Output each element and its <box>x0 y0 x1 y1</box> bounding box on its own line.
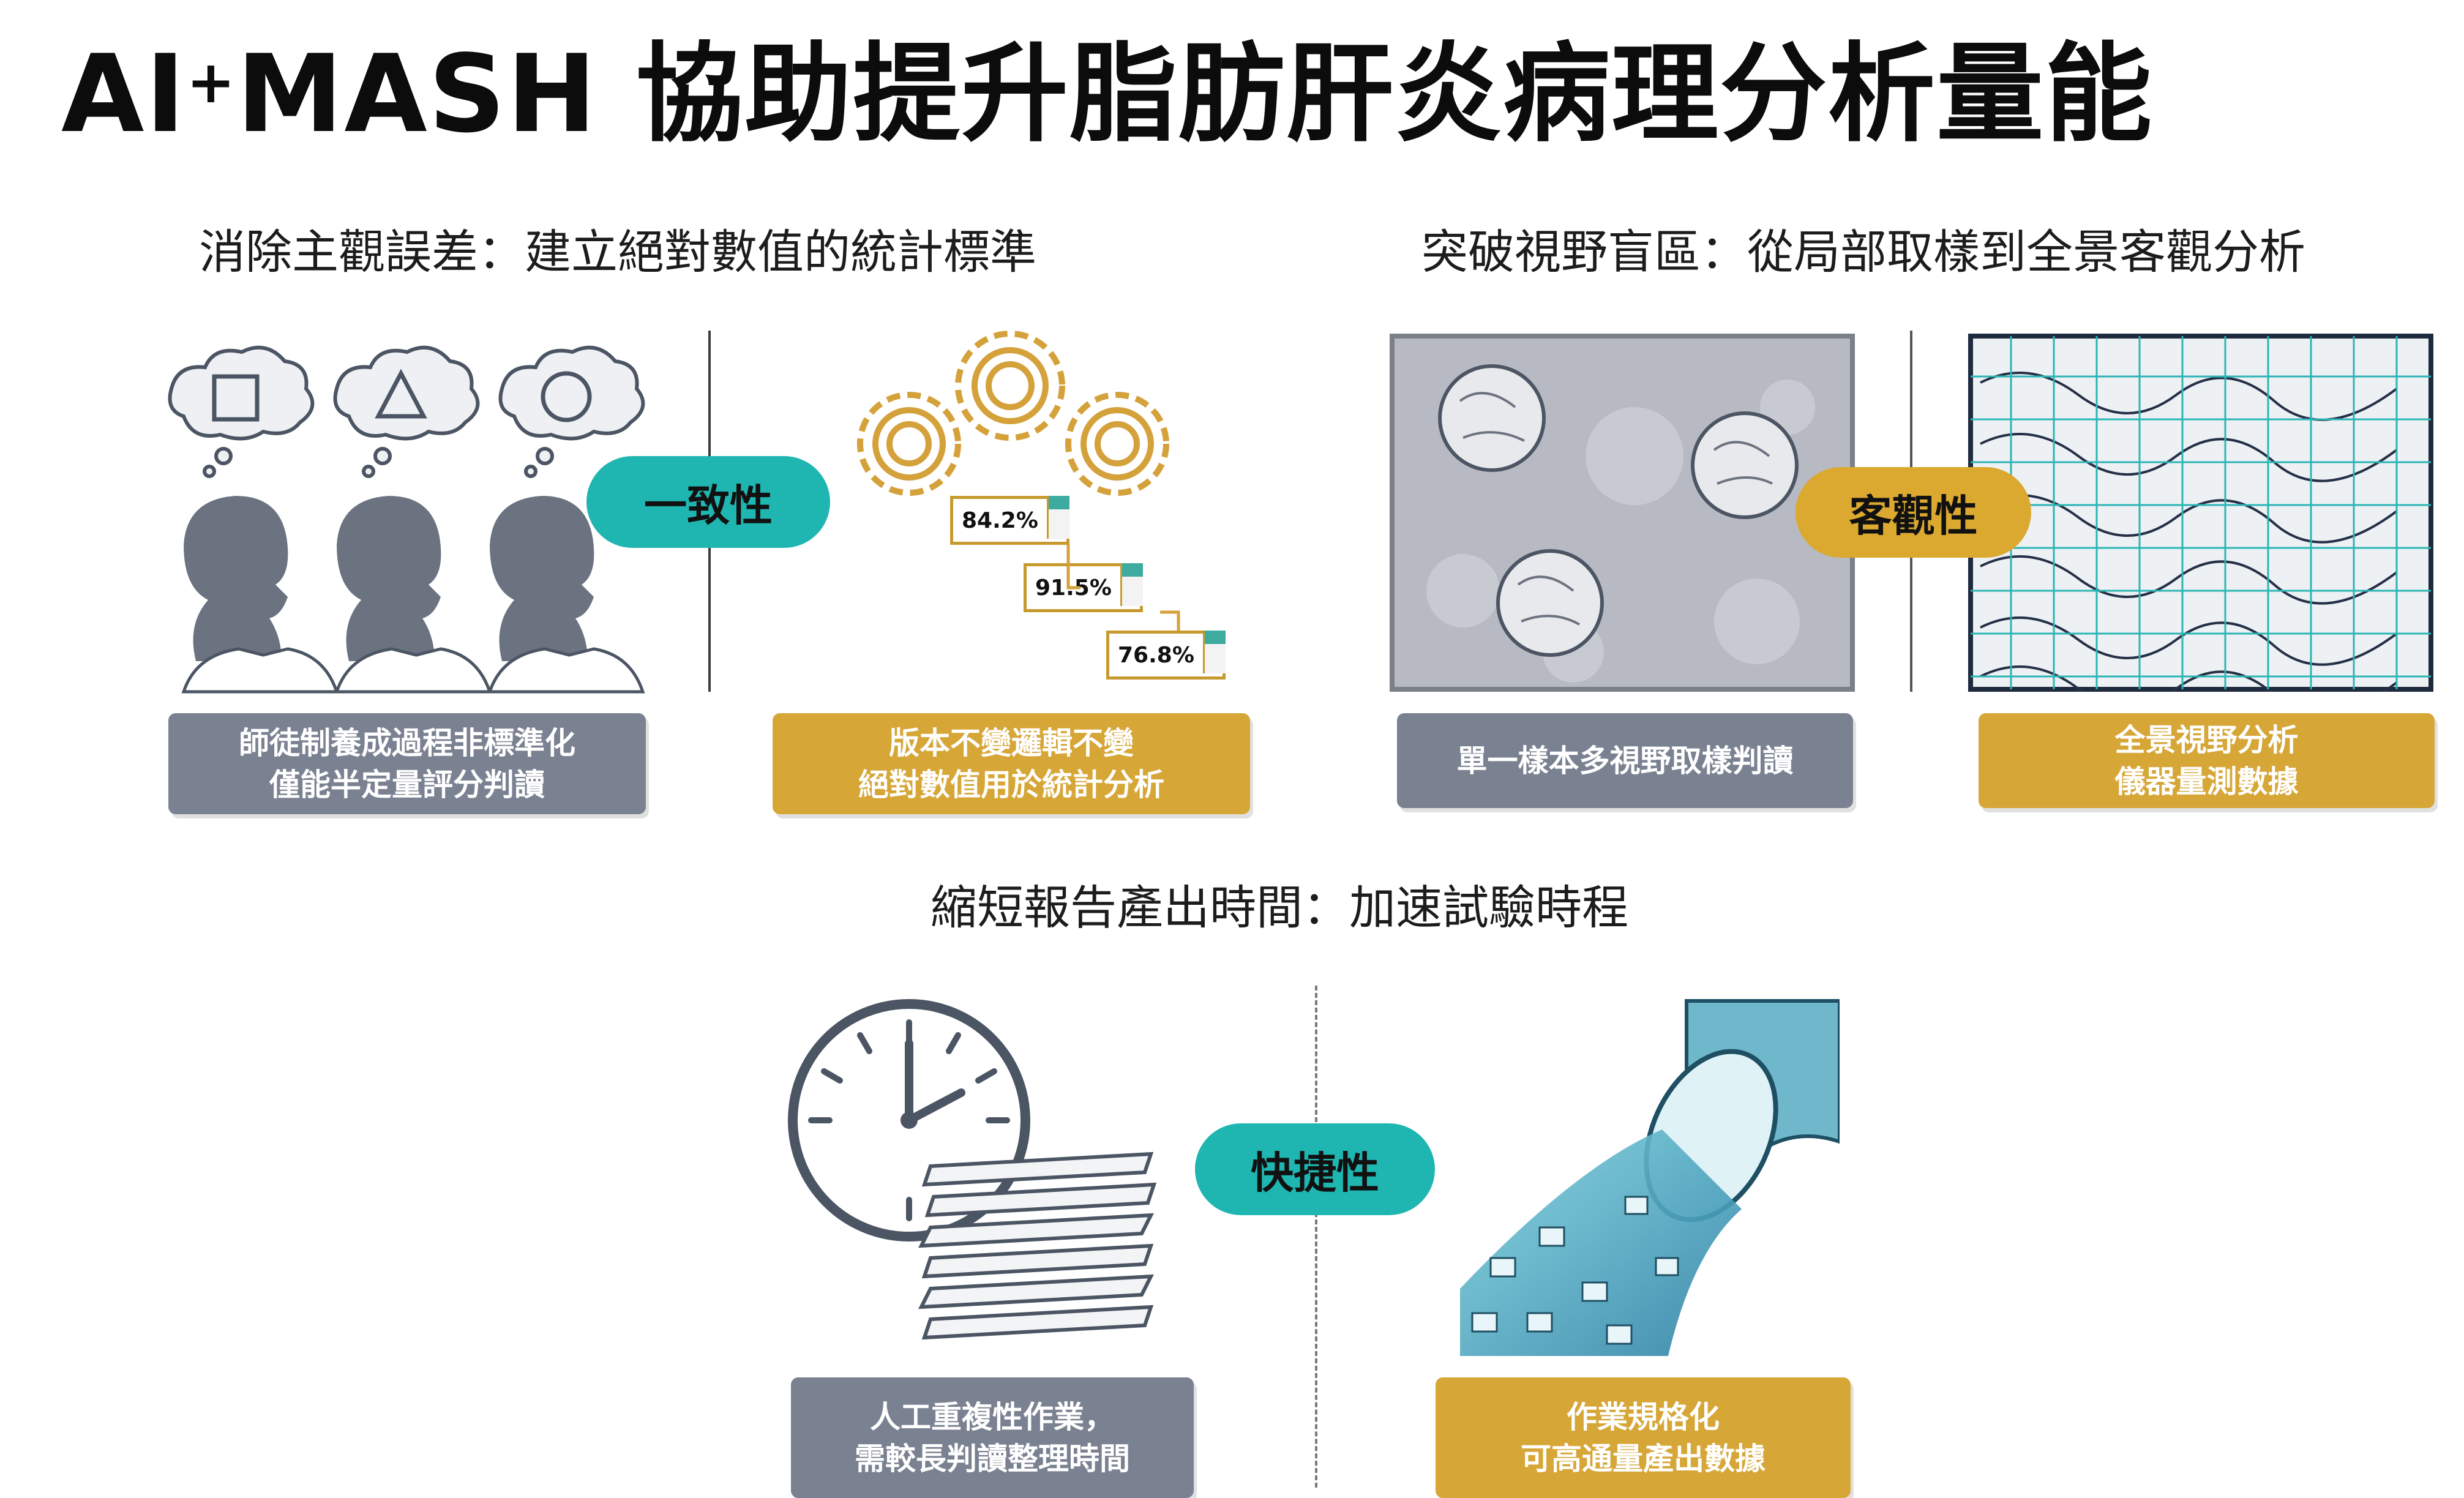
gears-illustration <box>857 331 1169 496</box>
consistency-heading: 消除主觀誤差：建立絕對數值的統計標準 <box>199 225 1036 279</box>
partial-sampling-illustration <box>1390 334 1855 692</box>
consistency-right-caption: 版本不變邏輯不變 絕對數值用於統計分析 <box>773 713 1250 814</box>
percentage-card-2: 91.5% <box>1024 563 1143 612</box>
whole-slide-illustration <box>1968 334 2433 692</box>
thinking-heads-illustration <box>168 345 645 694</box>
objectivity-pill: 客觀性 <box>1796 467 2031 558</box>
consistency-left-caption: 師徒制養成過程非標準化 僅能半定量評分判讀 <box>168 713 646 814</box>
data-pipe-illustration <box>1460 999 1840 1356</box>
percentage-card-3: 76.8% <box>1106 631 1226 680</box>
percentage-card-1: 84.2% <box>950 496 1069 545</box>
flow-arrows <box>1066 545 1180 631</box>
objectivity-left-caption: 單一樣本多視野取樣判讀 <box>1397 713 1853 808</box>
clock-and-papers-illustration <box>788 999 1157 1340</box>
consistency-pill: 一致性 <box>586 456 830 548</box>
speed-pill: 快捷性 <box>1195 1123 1435 1215</box>
objectivity-heading: 突破視野盲區：從局部取樣到全景客觀分析 <box>1421 225 2305 279</box>
speed-heading: 縮短報告產出時間：加速試驗時程 <box>931 880 1628 935</box>
objectivity-right-caption: 全景視野分析 儀器量測數據 <box>1979 713 2435 808</box>
speed-left-caption: 人工重複性作業， 需較長判讀整理時間 <box>791 1377 1194 1498</box>
speed-right-caption: 作業規格化 可高通量產出數據 <box>1436 1377 1851 1498</box>
page-title: AI+MASH 協助提升脂肪肝炎病理分析量能 <box>61 32 2154 157</box>
speed-divider <box>1315 986 1317 1488</box>
